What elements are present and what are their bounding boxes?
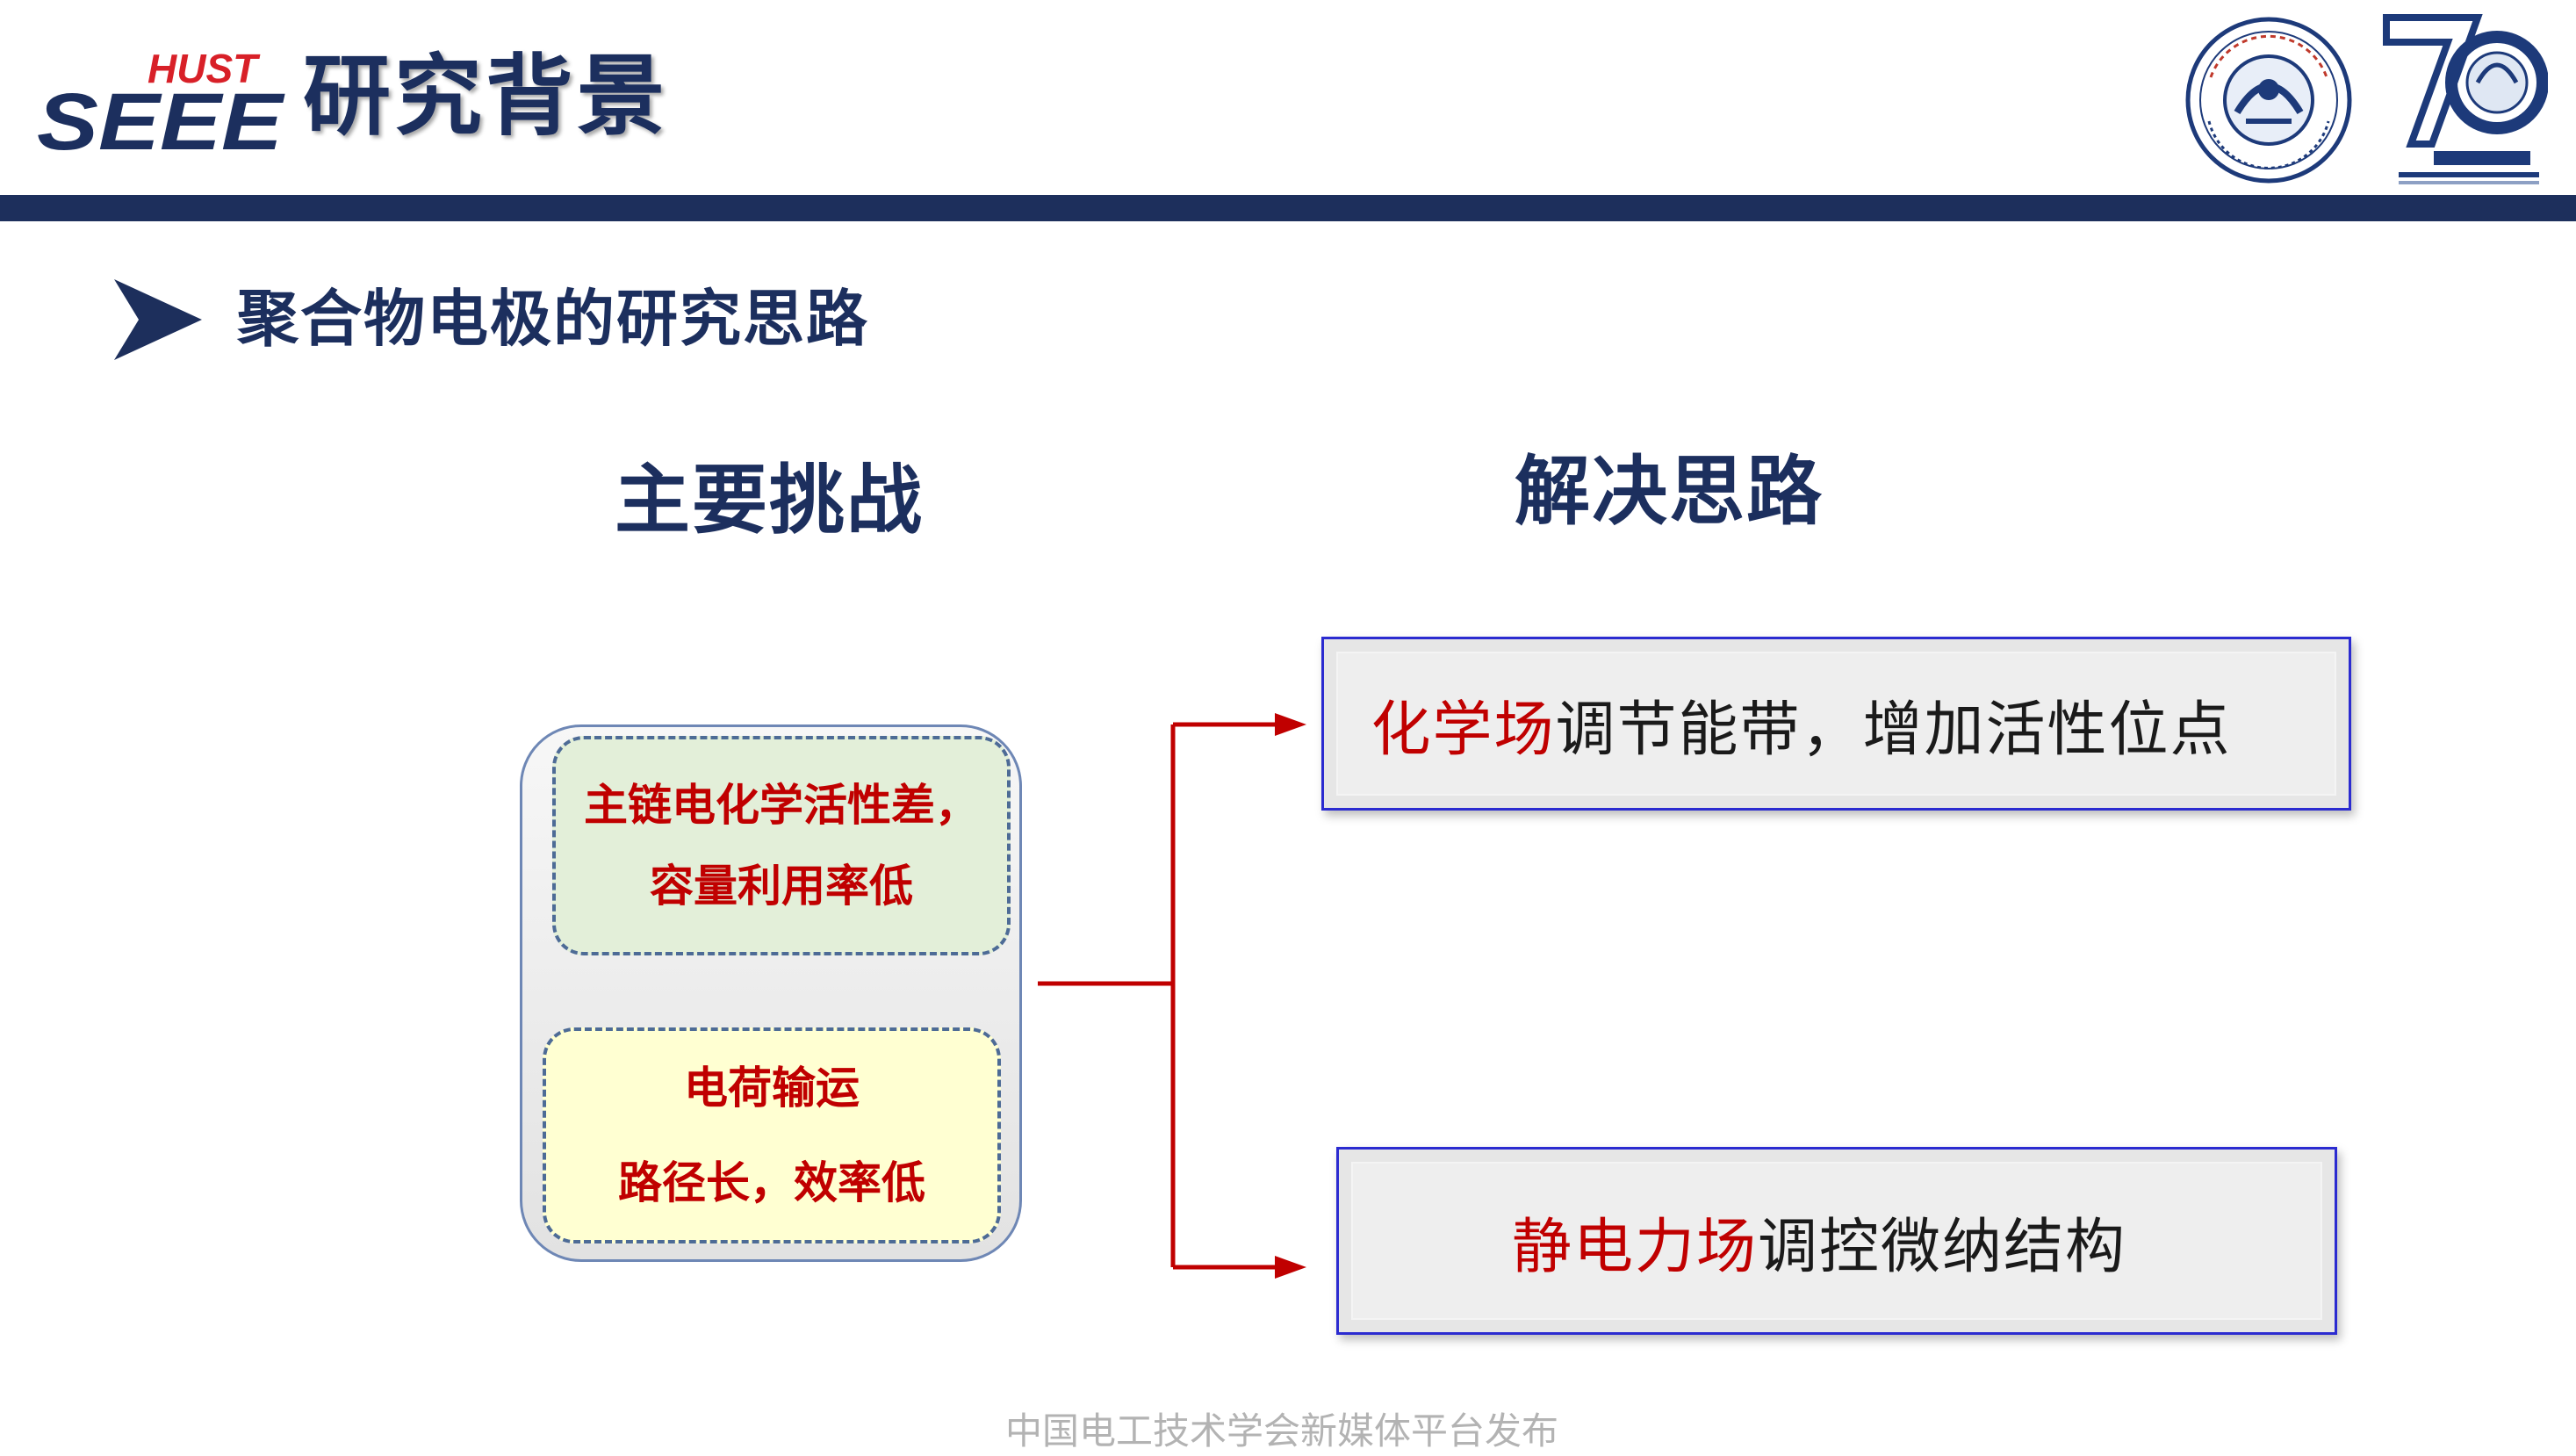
challenges-heading: 主要挑战 (615, 457, 924, 544)
page-title: 研究背景 (303, 45, 668, 148)
challenge-item: 电荷输运 路径长，效率低 (543, 1027, 1001, 1243)
challenge-line: 主链电化学活性差， (584, 780, 979, 831)
connector-arrowhead (1275, 713, 1306, 736)
approach-item: 化学场调节能带，增加活性位点 (1321, 637, 2351, 811)
challenge-line: 电荷输运 (684, 1063, 860, 1114)
approaches-heading: 解决思路 (1515, 448, 1824, 536)
approach-highlight: 静电力场 (1511, 1212, 1758, 1282)
seee-logo: HUST SEEE (37, 46, 285, 156)
challenge-item: 主链电化学活性差， 容量利用率低 (552, 736, 1011, 955)
header-divider-bar (0, 195, 2576, 221)
challenge-line: 容量利用率低 (650, 861, 913, 912)
section-heading: 聚合物电极的研究思路 (237, 283, 869, 355)
school-seal-icon (2185, 17, 2352, 184)
approach-item: 静电力场调控微纳结构 (1336, 1147, 2337, 1335)
svg-text:SEEE: SEEE (37, 77, 285, 156)
connector-arrowhead (1275, 1256, 1306, 1279)
footer-watermark-text: 中国电工技术学会新媒体平台发布 (1005, 1409, 1559, 1452)
approach-highlight: 化学场 (1371, 695, 1556, 765)
svg-text:HUST: HUST (148, 46, 261, 91)
challenge-line: 路径长，效率低 (618, 1157, 925, 1208)
anniversary-70-logo (2383, 14, 2548, 184)
approach-text: 调控微纳结构 (1758, 1212, 2127, 1282)
approach-text: 调节能带，增加活性位点 (1555, 695, 2232, 765)
chevron-right-icon (114, 279, 202, 360)
